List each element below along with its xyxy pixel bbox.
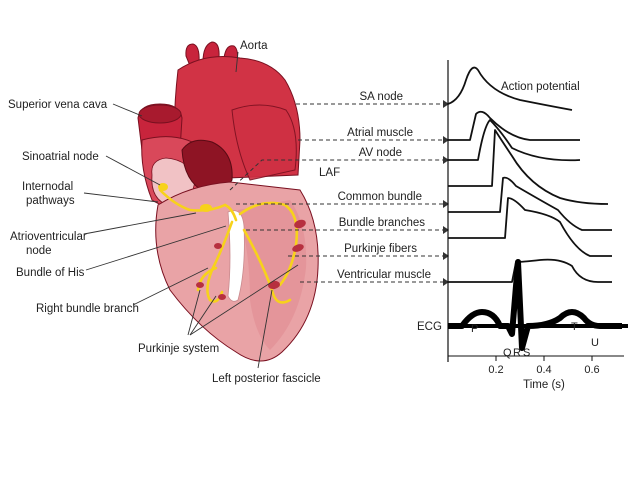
ecg-trace xyxy=(448,259,622,351)
label-internodal-line1: Internodal xyxy=(22,181,73,193)
internodal-pathways-line xyxy=(158,188,227,212)
label-internodal-line2: pathways xyxy=(26,195,75,207)
wave-q: Q xyxy=(503,347,512,359)
connector-arrowheads xyxy=(443,100,449,286)
svc-opening xyxy=(138,104,182,124)
wave-r: R xyxy=(513,347,521,359)
time-axis xyxy=(448,355,624,361)
label-purkinje-fibers: Purkinje fibers xyxy=(344,243,417,255)
tick-label-0-6: 0.6 xyxy=(584,364,599,376)
label-aorta: Aorta xyxy=(240,40,268,52)
sa-node-marker xyxy=(158,183,168,191)
pulmonary-vessels xyxy=(231,104,297,181)
septum xyxy=(227,210,245,302)
left-ventricle-wall xyxy=(238,200,307,350)
label-right-bundle-branch: Right bundle branch xyxy=(36,303,139,315)
left-bundle-branch-line xyxy=(238,201,299,287)
trace-sa-node xyxy=(447,66,573,111)
wave-p: P xyxy=(471,323,478,335)
tick-label-0-4: 0.4 xyxy=(536,364,551,376)
left-posterior-fascicle-line xyxy=(242,228,292,304)
conduction-system xyxy=(158,188,299,304)
trace-bundle-branches xyxy=(448,176,612,231)
ecg-trace-group xyxy=(448,259,628,351)
dashed-connectors xyxy=(229,103,443,283)
tick-label-0-2: 0.2 xyxy=(488,364,503,376)
label-av-node: AV node xyxy=(359,147,402,159)
label-left-posterior-fascicle: Left posterior fascicle xyxy=(212,373,321,385)
wave-s: S xyxy=(523,347,530,359)
papillary-muscles xyxy=(196,219,306,300)
label-bundle-branches: Bundle branches xyxy=(339,217,426,229)
av-node-marker xyxy=(200,204,212,212)
label-purkinje-system: Purkinje system xyxy=(138,343,219,355)
wave-u: U xyxy=(591,337,599,349)
label-atrioventricular-line1: Atrioventricular xyxy=(10,231,87,243)
trace-ventricular-muscle xyxy=(448,258,612,283)
label-leaders xyxy=(83,51,299,369)
label-ecg: ECG xyxy=(417,321,442,333)
label-atrial-muscle: Atrial muscle xyxy=(347,127,413,139)
trace-av-node xyxy=(448,119,581,162)
trace-atrial-muscle xyxy=(448,110,580,141)
label-bundle-of-his: Bundle of His xyxy=(16,267,85,279)
bundle-of-his-line xyxy=(223,203,238,222)
trace-purkinje-fibers xyxy=(448,197,612,257)
label-sa-node: SA node xyxy=(360,91,403,103)
label-atrioventricular-line2: node xyxy=(26,245,52,257)
left-atrium-cavity xyxy=(181,139,233,193)
wave-t: T xyxy=(571,321,578,333)
heart-illustration xyxy=(137,41,319,362)
time-axis-title: Time (s) xyxy=(523,379,565,391)
trace-common-bundle xyxy=(448,129,609,205)
label-sinoatrial-node: Sinoatrial node xyxy=(22,151,99,163)
label-ventricular-muscle: Ventricular muscle xyxy=(337,269,431,281)
label-action-potential: Action potential xyxy=(501,81,580,93)
label-laf: LAF xyxy=(319,167,340,179)
label-common-bundle: Common bundle xyxy=(338,191,422,203)
label-superior-vena-cava: Superior vena cava xyxy=(8,99,108,111)
